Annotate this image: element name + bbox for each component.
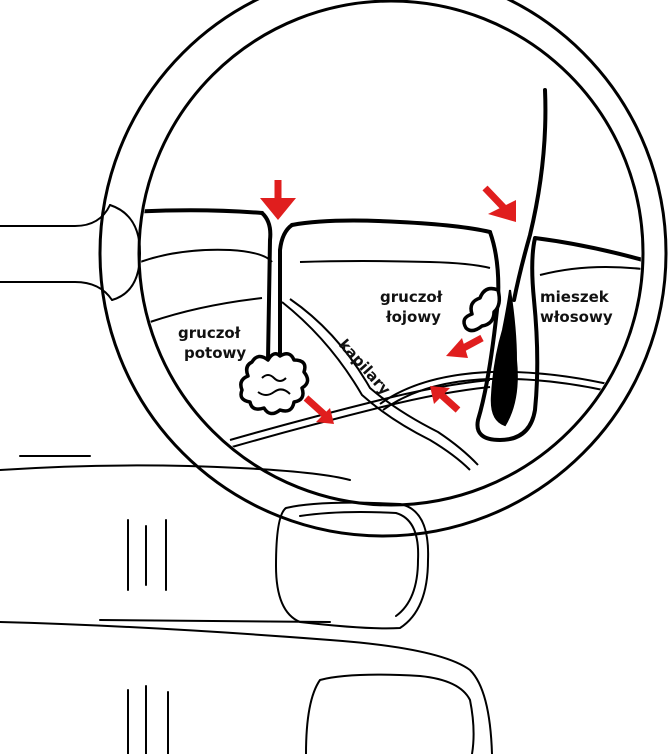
label-sebaceous-gland-line1: gruczoł bbox=[380, 288, 443, 306]
fingernail-lower bbox=[306, 675, 474, 754]
sweat-gland-coil bbox=[241, 354, 308, 414]
fingernail-upper bbox=[276, 503, 428, 629]
dermis-boundary-lower bbox=[150, 298, 262, 322]
skin-section: gruczoł potowy gruczoł łojowy mieszek wł… bbox=[130, 90, 650, 470]
knuckle-lines-lower bbox=[128, 686, 168, 754]
dermis-boundary-upper bbox=[140, 250, 650, 275]
arrow-hair-pore bbox=[485, 188, 516, 222]
label-sebaceous-gland-line2: łojowy bbox=[385, 308, 441, 326]
label-hair-follicle-line1: mieszek bbox=[540, 288, 610, 306]
finger-upper-outline bbox=[0, 456, 350, 622]
arrow-sebaceous bbox=[446, 338, 482, 358]
magnifier-inner-rim bbox=[139, 1, 643, 505]
magnifier-handle bbox=[0, 205, 112, 300]
magnifier-handle-collar bbox=[110, 205, 140, 300]
label-hair-follicle-line2: włosowy bbox=[540, 308, 613, 326]
knuckle-lines-upper bbox=[128, 520, 166, 590]
label-sweat-gland-line1: gruczoł bbox=[178, 324, 241, 342]
magnifying-glass bbox=[0, 0, 666, 536]
finger-lower-outline bbox=[0, 622, 492, 754]
sweat-gland-duct bbox=[262, 213, 292, 362]
arrow-sweat-coil bbox=[306, 398, 334, 424]
skin-surface-line bbox=[130, 210, 650, 262]
arrow-capillary-to-follicle bbox=[430, 386, 458, 410]
label-sweat-gland-line2: potowy bbox=[184, 344, 246, 362]
hair-shaft bbox=[514, 90, 545, 300]
